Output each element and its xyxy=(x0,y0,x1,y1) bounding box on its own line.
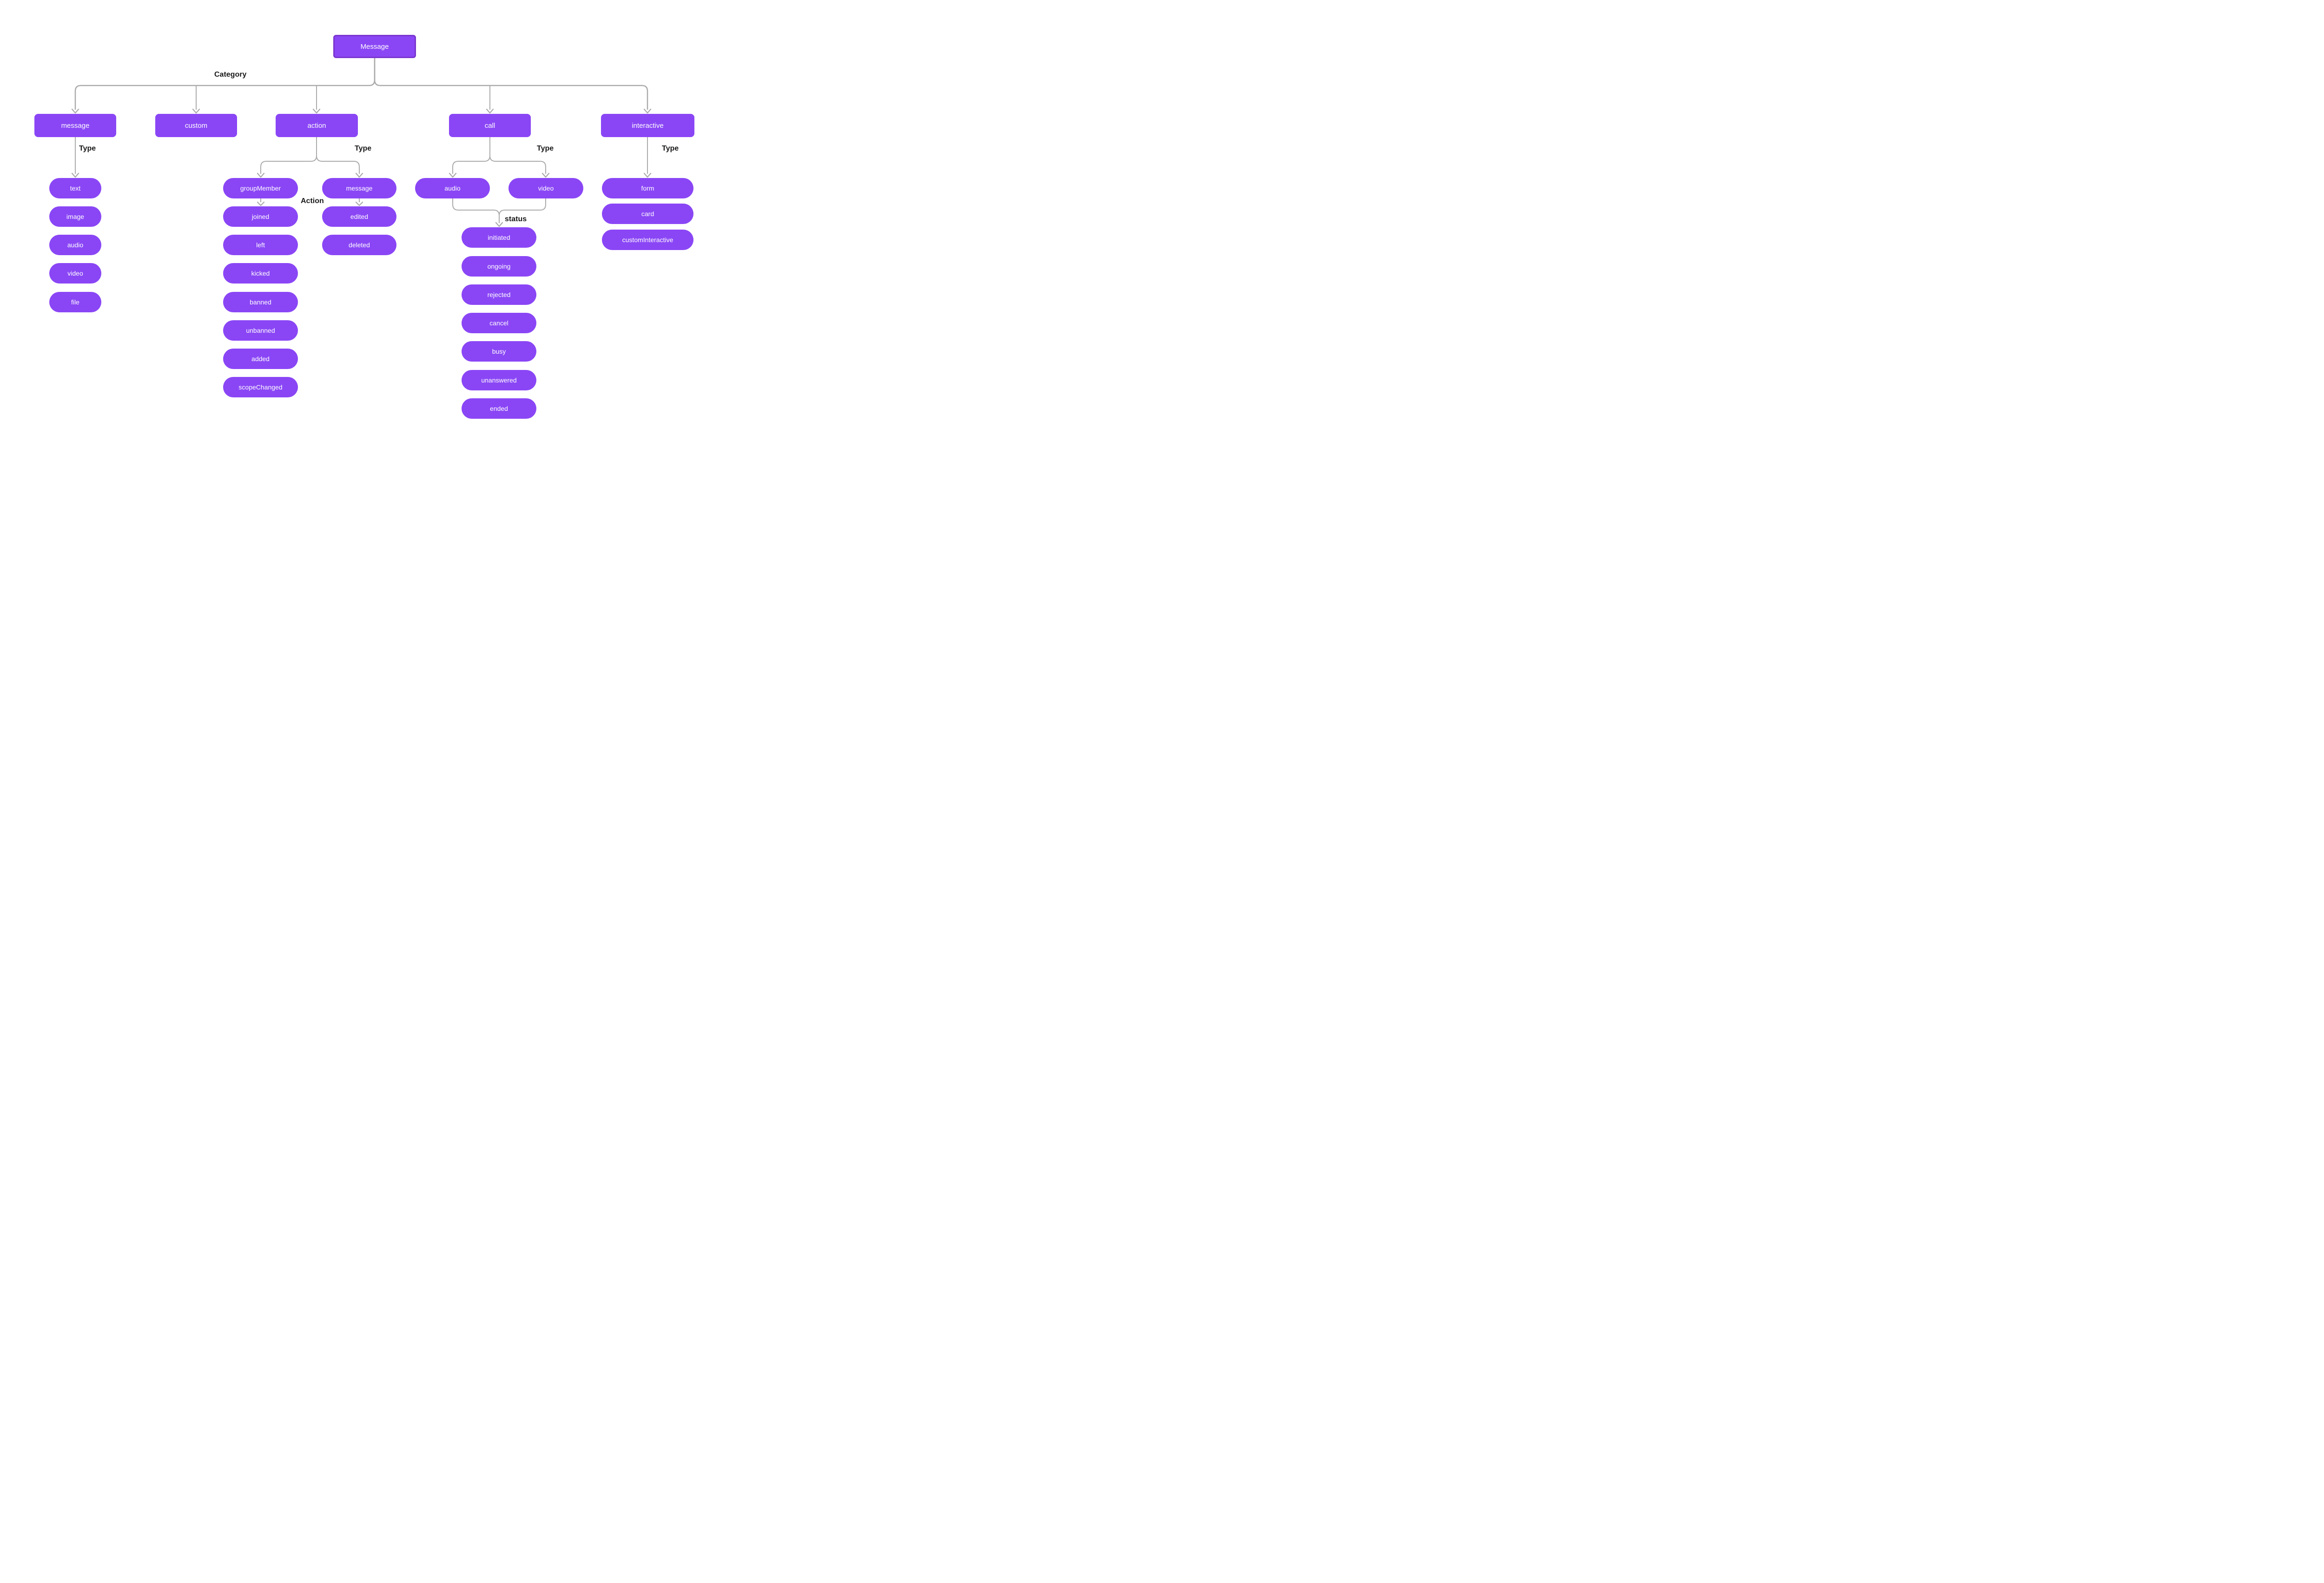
node-status-ongoing: ongoing xyxy=(462,256,536,277)
arrowhead-action xyxy=(312,108,321,114)
node-action-kicked: kicked xyxy=(223,263,298,284)
edge-label-type-message: Type xyxy=(79,145,96,152)
node-type-file: file xyxy=(49,292,101,312)
arrowhead-initiated xyxy=(495,222,503,227)
node-interactive-custom-interactive: customInteractive xyxy=(602,230,693,250)
node-call-video: video xyxy=(508,178,583,198)
node-action-left: left xyxy=(223,235,298,255)
node-type-group-member: groupMember xyxy=(223,178,298,198)
arrowhead-call-video xyxy=(541,172,550,178)
node-category-custom: custom xyxy=(155,114,237,137)
node-status-busy: busy xyxy=(462,341,536,362)
node-status-ended: ended xyxy=(462,398,536,419)
arrowhead-edited xyxy=(355,201,363,206)
edge-label-type-action: Type xyxy=(355,145,372,152)
edge-call-right xyxy=(489,137,546,174)
node-action-banned: banned xyxy=(223,292,298,312)
node-call-audio: audio xyxy=(415,178,490,198)
arrowhead-call-audio xyxy=(449,172,457,178)
node-action-deleted: deleted xyxy=(322,235,396,255)
node-status-unanswered: unanswered xyxy=(462,370,536,390)
node-category-action: action xyxy=(276,114,358,137)
arrowhead-joined xyxy=(257,201,265,206)
arrowhead-form xyxy=(643,172,652,178)
node-status-rejected: rejected xyxy=(462,284,536,305)
node-interactive-card: card xyxy=(602,204,693,224)
node-action-edited: edited xyxy=(322,206,396,227)
node-type-image: image xyxy=(49,206,101,227)
node-status-cancel: cancel xyxy=(462,313,536,333)
arrowhead-interactive xyxy=(643,108,652,114)
edge-action-left xyxy=(260,137,317,174)
arrowhead-text xyxy=(71,172,79,178)
node-action-unbanned: unbanned xyxy=(223,320,298,341)
node-action-joined: joined xyxy=(223,206,298,227)
node-category-call: call xyxy=(449,114,531,137)
node-type-text: text xyxy=(49,178,101,198)
node-category-message: message xyxy=(34,114,116,137)
arrowhead-group-member xyxy=(257,172,265,178)
connector-lines xyxy=(71,58,652,227)
edge-label-status: status xyxy=(505,215,527,223)
edge-label-type-call: Type xyxy=(537,145,554,152)
edge-call-left xyxy=(452,137,490,174)
node-type-audio: audio xyxy=(49,235,101,255)
edge-action-right xyxy=(316,137,360,174)
arrowhead-action-message xyxy=(355,172,363,178)
edge-label-category: Category xyxy=(214,71,247,79)
node-type-video: video xyxy=(49,263,101,284)
edge-status-merge-left xyxy=(452,198,500,223)
edge-trunk-left xyxy=(74,58,376,110)
arrowhead-call xyxy=(486,108,494,114)
edge-status-merge-right xyxy=(499,198,546,216)
node-root-message: Message xyxy=(333,35,416,58)
edge-trunk-right xyxy=(374,58,648,110)
node-action-scope-changed: scopeChanged xyxy=(223,377,298,397)
node-type-action-message: message xyxy=(322,178,396,198)
node-status-initiated: initiated xyxy=(462,227,536,248)
edge-label-type-interactive: Type xyxy=(662,145,679,152)
message-type-diagram: Category Type Type Type Type Action stat… xyxy=(0,0,729,454)
edge-label-action: Action xyxy=(301,197,324,205)
node-interactive-form: form xyxy=(602,178,693,198)
arrowhead-custom xyxy=(192,108,200,114)
node-action-added: added xyxy=(223,349,298,369)
node-category-interactive: interactive xyxy=(601,114,694,137)
arrowhead-message xyxy=(71,108,79,114)
